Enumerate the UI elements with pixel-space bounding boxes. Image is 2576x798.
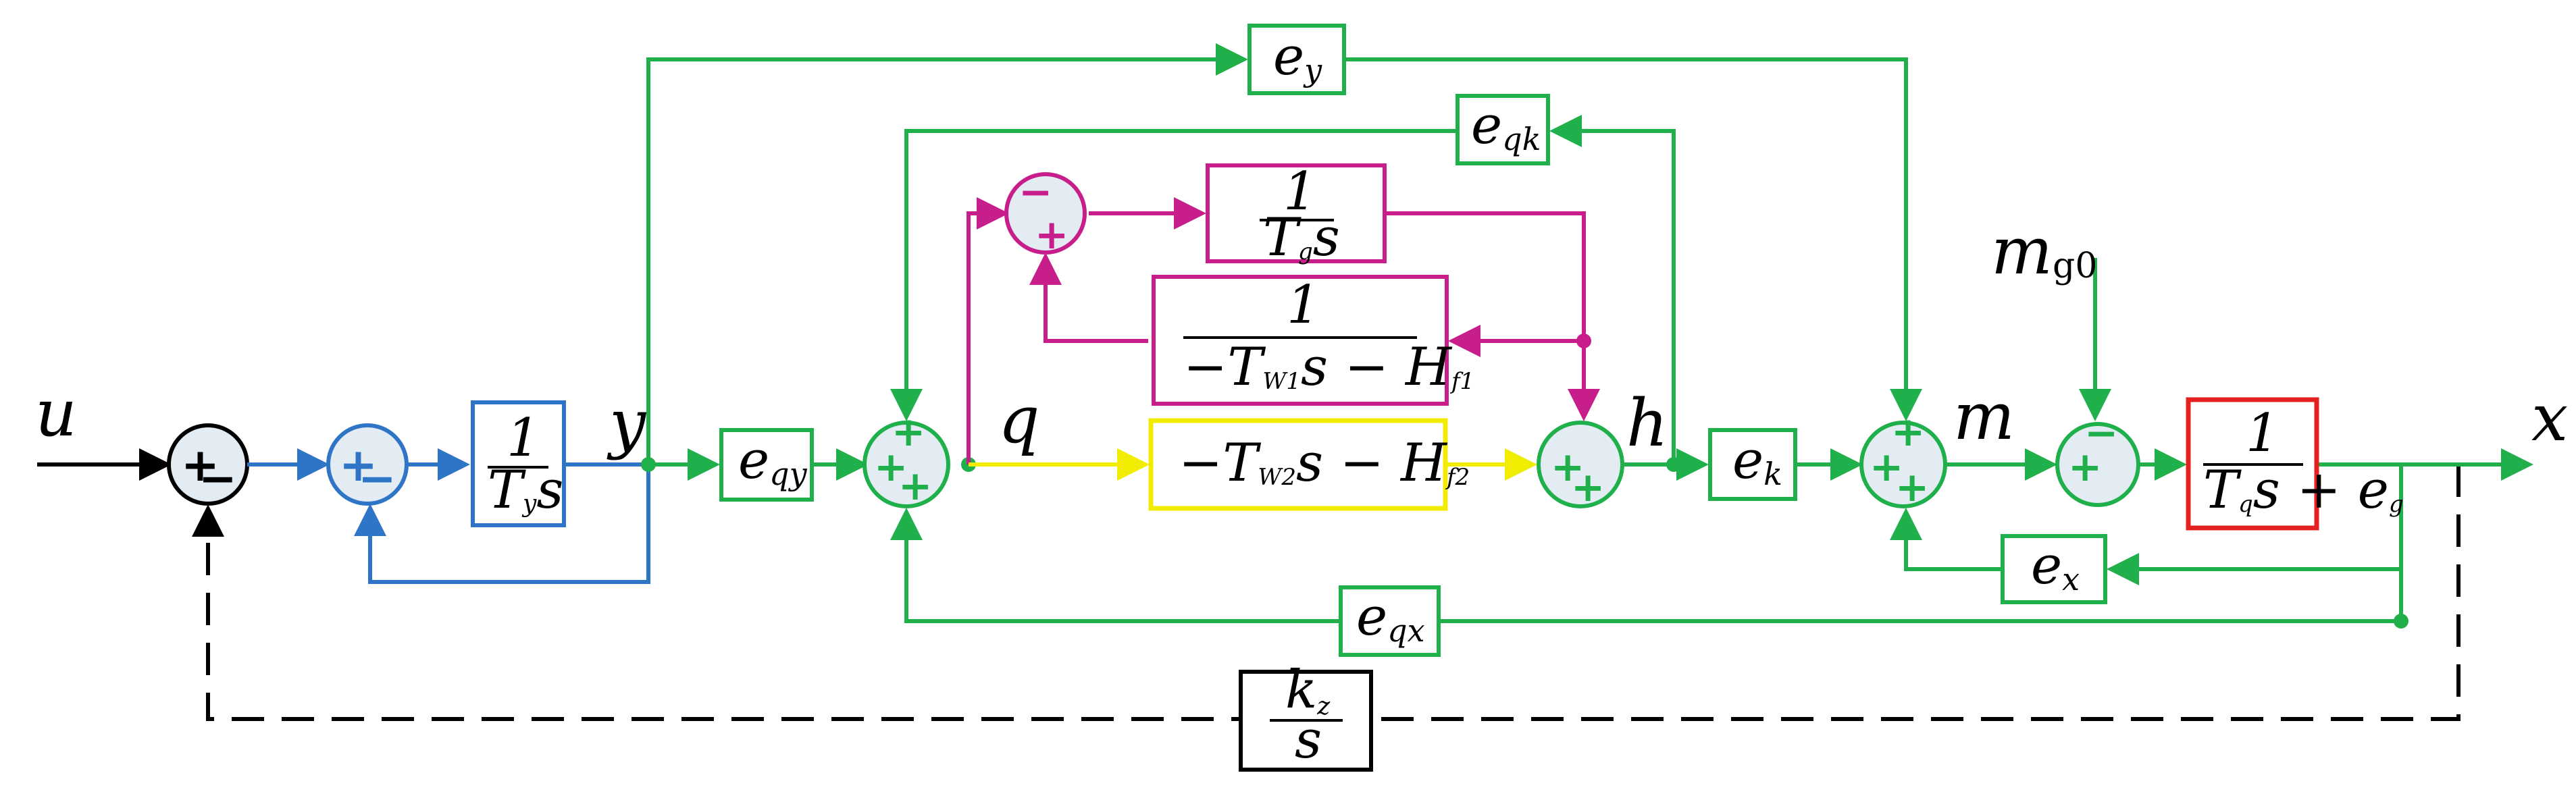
svg-text:+: + <box>1551 444 1585 491</box>
svg-text:+: + <box>1571 464 1605 511</box>
svg-text:1: 1 <box>1287 275 1320 336</box>
svg-text:eqk: eqk <box>1471 95 1541 157</box>
label-mg0: mg0 <box>1991 213 2097 289</box>
branch-dot-h <box>1666 457 1681 472</box>
svg-text:ex: ex <box>2031 535 2080 597</box>
block-e-qy: eqy <box>719 428 814 502</box>
block-e-qk: eqk <box>1456 94 1550 165</box>
svg-text:−: − <box>358 452 396 506</box>
label-u: u <box>35 375 77 451</box>
sum-junction-magenta: − + <box>1004 169 1087 259</box>
block-e-y: ey <box>1247 24 1346 95</box>
svg-text:1: 1 <box>1283 161 1317 222</box>
sum-junction-5: + + + <box>1859 408 1947 511</box>
branch-dot-y <box>641 457 656 472</box>
block-kz-over-s: kz s <box>1239 660 1373 772</box>
svg-text:−TW2s − Hf2: −TW2s − Hf2 <box>1179 433 1470 494</box>
sum-junction-6: − + <box>2055 410 2140 507</box>
label-h: h <box>1626 385 1668 461</box>
block-1-over-TW1-s-minus-Hf1: 1 −TW1s − Hf1 <box>1152 275 1474 406</box>
label-m: m <box>1953 379 2015 454</box>
block-1-over-Tg-s: 1 Tgs <box>1206 161 1387 268</box>
block-e-x: ex <box>2001 534 2107 604</box>
svg-text:s: s <box>1295 710 1322 770</box>
svg-text:ey: ey <box>1273 26 1322 88</box>
svg-text:+: + <box>892 408 925 456</box>
block-1-over-Ty-s: 1 Tys <box>471 400 566 527</box>
sum-junction-2: + − <box>326 423 409 506</box>
label-q: q <box>998 382 1039 458</box>
svg-text:+: + <box>1035 211 1068 259</box>
svg-text:+: + <box>874 444 908 491</box>
branch-dot-magenta <box>1576 334 1591 348</box>
svg-text:−TW1s − Hf1: −TW1s − Hf1 <box>1183 337 1474 398</box>
label-y: y <box>607 385 647 461</box>
sum-junction-1: + − <box>167 423 249 506</box>
svg-text:+: + <box>339 439 378 492</box>
svg-text:+: + <box>181 439 220 492</box>
blue-servo-loop <box>247 448 650 584</box>
svg-text:1: 1 <box>507 408 540 469</box>
svg-text:Tys: Tys <box>488 460 563 521</box>
sum-junction-3: + + + <box>862 408 950 510</box>
svg-text:+: + <box>1891 408 1925 456</box>
svg-text:eqx: eqx <box>1356 587 1425 649</box>
block-1-over-Tq-s-plus-eg: 1 Tqs + eg <box>2186 397 2404 531</box>
svg-text:ek: ek <box>1732 430 1782 492</box>
svg-text:−: − <box>2084 410 2118 457</box>
svg-text:−: − <box>1019 169 1052 216</box>
svg-text:1: 1 <box>2246 403 2279 464</box>
label-x: x <box>2531 380 2568 456</box>
svg-text:+: + <box>1870 444 1903 491</box>
svg-text:eqy: eqy <box>738 430 808 492</box>
svg-text:Tgs: Tgs <box>1263 207 1340 268</box>
block-e-qx: eqx <box>1339 585 1441 657</box>
svg-text:−: − <box>199 452 237 506</box>
branch-dot-x <box>2394 614 2408 629</box>
block-e-k: ek <box>1708 428 1797 501</box>
svg-text:+: + <box>1895 464 1929 511</box>
svg-text:+: + <box>2068 444 2102 491</box>
svg-text:kz: kz <box>1285 660 1331 720</box>
input-path: u <box>35 375 172 481</box>
svg-text:Tqs + eg: Tqs + eg <box>2203 460 2404 521</box>
block-minus-TW2-s-minus-Hf2: −TW2s − Hf2 <box>1148 418 1470 511</box>
magenta-paths <box>967 197 1600 464</box>
svg-text:+: + <box>898 462 932 510</box>
sum-junction-4: + + <box>1537 421 1624 511</box>
